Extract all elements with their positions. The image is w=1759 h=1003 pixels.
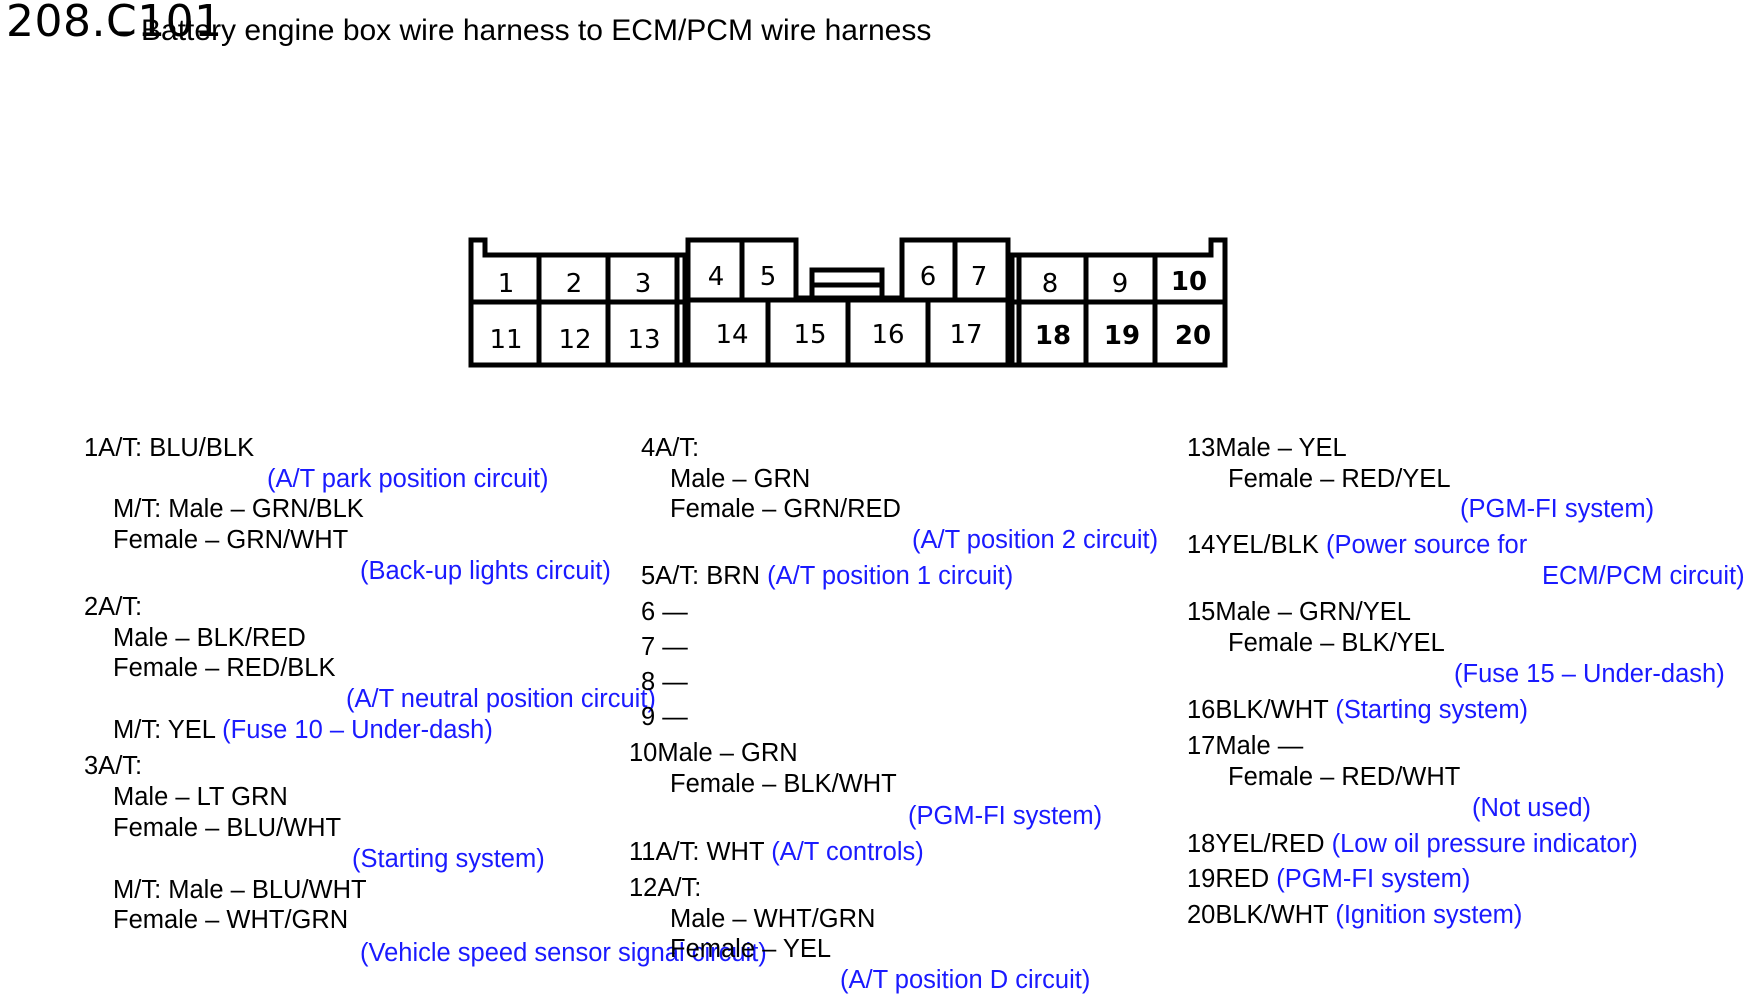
connector-number: 208.C101 (6, 0, 223, 47)
pin-14-note: (Power source for (1325, 531, 1528, 559)
pin-2-mt-note: (Fuse 10 – Under-dash) (222, 716, 493, 744)
pin-15-female: Female – BLK/YEL (1228, 629, 1445, 657)
pin-11: 11 (489, 325, 522, 355)
pin-8-desc: 8 — (641, 668, 688, 696)
pin-2-desc: 2A/T: (84, 593, 143, 621)
pin-9: 9 (1112, 269, 1129, 299)
pin-18: 18 (1035, 321, 1071, 351)
pin-2-mt: M/T: YEL (Fuse 10 – Under-dash) (113, 715, 493, 745)
pin-13-female: Female – RED/YEL (1228, 465, 1451, 493)
pin-1-desc: 1A/T: BLU/BLK (84, 434, 255, 462)
pin-15-desc: 15Male – GRN/YEL (1187, 598, 1411, 626)
connector-middle-block (685, 237, 1011, 368)
pin-18-desc: 18YEL/RED (Low oil pressure indicator) (1187, 829, 1638, 859)
pin-13-desc: 13Male – YEL (1187, 434, 1347, 462)
pin-1-mt-female: Female – GRN/WHT (113, 526, 349, 554)
pin-3-mt-male: M/T: Male – BLU/WHT (113, 876, 367, 904)
pin-16-wire: 16BLK/WHT (1187, 696, 1329, 724)
pin-1-at-note: (A/T park position circuit) (267, 465, 549, 493)
pin-3-mt-note: (Vehicle speed sensor signal circuit) (360, 939, 767, 967)
pin-19-wire: 19RED (1187, 865, 1270, 893)
pin-2: 2 (566, 269, 583, 299)
pin-8: 8 (1042, 269, 1059, 299)
pin-1: 1 (498, 269, 515, 299)
pin-19-desc: 19RED (PGM-FI system) (1187, 864, 1470, 894)
pin-12: 12 (558, 325, 591, 355)
pin-2-male: Male – BLK/RED (113, 624, 306, 652)
pin-6: 6 (920, 262, 937, 292)
pin-4-male: Male – GRN (670, 465, 811, 493)
pin-17-note: (Not used) (1472, 794, 1592, 822)
pin-14: 14 (715, 320, 748, 350)
pin-15-note: (Fuse 15 – Under-dash) (1454, 660, 1725, 688)
pin-11-note: (A/T controls) (771, 838, 924, 866)
pin-5-note: (A/T position 1 circuit) (767, 562, 1014, 590)
pin-19-note: (PGM-FI system) (1276, 865, 1471, 893)
pin-16-note: (Starting system) (1335, 696, 1529, 724)
pin-3-mt-female: Female – WHT/GRN (113, 906, 349, 934)
pin-3: 3 (635, 269, 652, 299)
pin-20-wire: 20BLK/WHT (1187, 901, 1329, 929)
pin-1-mt-note: (Back-up lights circuit) (360, 557, 611, 585)
pin-20-note: (Ignition system) (1335, 901, 1523, 929)
pin-18-wire: 18YEL/RED (1187, 830, 1325, 858)
pin-14-wire: 14YEL/BLK (1187, 531, 1319, 559)
pin-10-note: (PGM-FI system) (908, 802, 1103, 830)
pin-20: 20 (1175, 321, 1211, 351)
pin-11-desc: 11A/T: WHT (A/T controls) (629, 837, 924, 867)
pin-7: 7 (971, 262, 988, 292)
pin-2-female: Female – RED/BLK (113, 654, 336, 682)
pin-6-desc: 6 — (641, 598, 688, 626)
pin-4: 4 (708, 262, 725, 292)
pin-2-at-note: (A/T neutral position circuit) (346, 685, 656, 713)
pin-5-wire: 5A/T: BRN (641, 562, 761, 590)
connector-title: – Battery engine box wire harness to ECM… (116, 14, 932, 47)
pin-4-desc: 4A/T: (641, 434, 700, 462)
pin-17: 17 (949, 320, 982, 350)
pin-12-note: (A/T position D circuit) (840, 966, 1091, 994)
pin-18-note: (Low oil pressure indicator) (1331, 830, 1638, 858)
pin-14-desc: 14YEL/BLK (Power source for (1187, 530, 1527, 560)
pin-5: 5 (760, 262, 777, 292)
pin-10: 10 (1171, 267, 1207, 297)
pin-12-male: Male – WHT/GRN (670, 905, 876, 933)
pin-7-desc: 7 — (641, 633, 688, 661)
pin-13: 13 (627, 325, 660, 355)
pin-9-desc: 9 — (641, 703, 688, 731)
pin-2-mt-wire: M/T: YEL (113, 716, 216, 744)
pin-3-desc: 3A/T: (84, 752, 143, 780)
pin-19: 19 (1104, 321, 1140, 351)
pin-3-female: Female – BLU/WHT (113, 814, 342, 842)
pin-16-desc: 16BLK/WHT (Starting system) (1187, 695, 1528, 725)
pin-12-female: Female – YEL (670, 935, 832, 963)
pin-3-at-note: (Starting system) (352, 845, 545, 873)
pin-5-desc: 5A/T: BRN (A/T position 1 circuit) (641, 561, 1013, 591)
pin-4-note: (A/T position 2 circuit) (912, 526, 1159, 554)
pin-10-female: Female – BLK/WHT (670, 770, 897, 798)
pin-13-note: (PGM-FI system) (1460, 495, 1655, 523)
pin-1-mt-male: M/T: Male – GRN/BLK (113, 495, 364, 523)
pin-20-desc: 20BLK/WHT (Ignition system) (1187, 900, 1522, 930)
connector-right-block (1009, 237, 1228, 368)
pin-14-note-cont: ECM/PCM circuit) (1542, 562, 1745, 590)
pin-11-wire: 11A/T: WHT (629, 838, 765, 866)
pin-4-female: Female – GRN/RED (670, 495, 901, 523)
pin-3-male: Male – LT GRN (113, 783, 288, 811)
pin-12-desc: 12A/T: (629, 874, 702, 902)
connector-left-block (468, 237, 688, 368)
pin-16: 16 (871, 320, 904, 350)
pin-10-desc: 10Male – GRN (629, 739, 798, 767)
pin-15: 15 (793, 320, 826, 350)
pin-17-female: Female – RED/WHT (1228, 763, 1461, 791)
pin-17-desc: 17Male — (1187, 732, 1304, 760)
